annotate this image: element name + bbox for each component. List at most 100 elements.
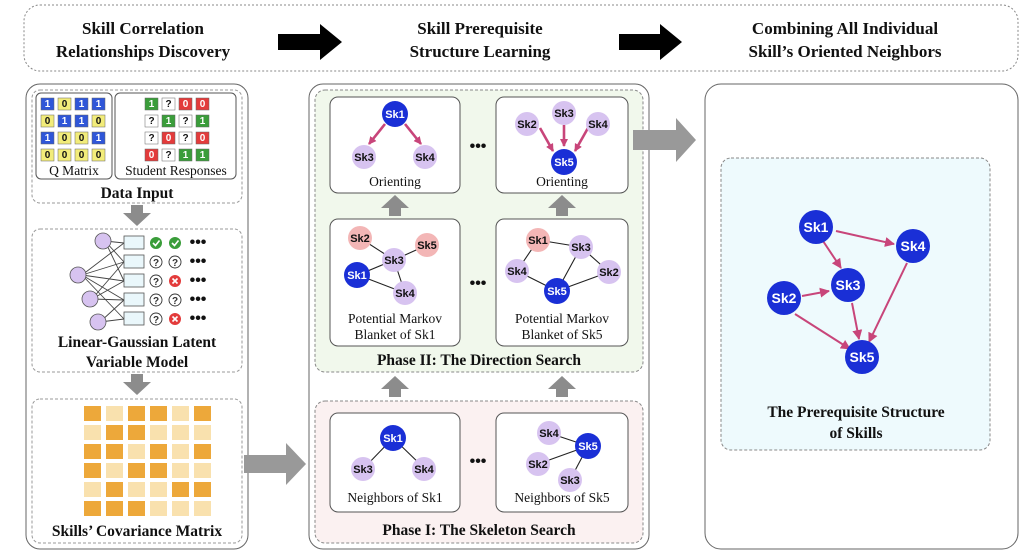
down-arrow-1 [123, 205, 151, 226]
q-matrix-cell-value: 1 [96, 133, 102, 144]
sk3-node-label: Sk3 [354, 152, 374, 164]
response-cell-value: 0 [183, 99, 189, 110]
ellipsis: ••• [190, 291, 207, 308]
up-arrow [548, 195, 576, 216]
question-icon [149, 255, 163, 269]
covariance-cell [150, 482, 167, 497]
response-cell-value: ? [148, 133, 154, 144]
sk5-node-label: Sk5 [554, 157, 574, 169]
prerequisite-structure-box [720, 157, 991, 451]
cross-mark [171, 315, 179, 323]
covariance-cell [128, 482, 145, 497]
response-cell-value: 0 [166, 133, 172, 144]
response-cell [144, 148, 159, 162]
covariance-cell [194, 444, 211, 459]
response-cell-value: ? [182, 133, 188, 144]
ellipsis: ••• [190, 310, 207, 327]
response-cell [195, 97, 210, 111]
header-step2-line1: Skill Prerequisite [417, 19, 543, 38]
sk2-node [515, 112, 539, 136]
q-matrix-cell [40, 148, 55, 162]
neighbors-sk1-box [329, 412, 461, 513]
header-arrow-2 [619, 24, 682, 60]
sk5-node-label: Sk5 [547, 286, 567, 298]
ellipsis: ••• [190, 234, 207, 251]
covariance-cell [128, 406, 145, 421]
edge-sk2-sk3 [801, 287, 830, 298]
q-matrix-cell [74, 97, 89, 111]
sk5-node [575, 433, 601, 459]
covariance-cell [194, 425, 211, 440]
q-matrix-cell [74, 148, 89, 162]
sk1-node-label: Sk1 [347, 270, 367, 282]
prerequisite-graph [794, 230, 908, 350]
edge-sk1-sk3 [822, 240, 842, 269]
blanket-sk5-label-line1: Potential Markov [515, 311, 609, 326]
covariance-cell [128, 444, 145, 459]
response-cell-value: 1 [200, 116, 206, 127]
sk4-node [586, 112, 610, 136]
covariance-cell [84, 482, 101, 497]
q-matrix-cell [40, 114, 55, 128]
sk4-node-label: Sk4 [539, 428, 559, 440]
neighbors-sk5-label: Neighbors of Sk5 [514, 490, 609, 505]
observed-box [123, 254, 145, 269]
sk4-node [537, 421, 561, 445]
phase2-label: Phase II: The Direction Search [377, 352, 581, 369]
covariance-cell [172, 482, 189, 497]
q-matrix-cell-value: 1 [79, 99, 85, 110]
header-frame [23, 4, 1019, 72]
sk2-node-label: Sk2 [517, 119, 537, 131]
covariance-cell [128, 501, 145, 516]
response-cell [161, 148, 176, 162]
data-input-label: Data Input [101, 185, 175, 202]
response-cell-value: 0 [149, 150, 155, 161]
q-matrix-cell-value: 0 [62, 99, 68, 110]
sk1-node-label: Sk1 [383, 433, 403, 445]
question-mark: ? [153, 296, 159, 307]
orienting-sk1-box [329, 96, 461, 194]
q-matrix-cell [91, 114, 106, 128]
covariance-cell [106, 482, 123, 497]
covariance-cell [106, 425, 123, 440]
q-matrix-cell-value: 1 [96, 99, 102, 110]
lgm-label-line1: Linear-Gaussian Latent [58, 334, 217, 351]
question-icon [149, 274, 163, 288]
latent-node [81, 290, 99, 308]
sk3-node [352, 145, 376, 169]
orienting-label: Orienting [369, 174, 421, 189]
covariance-cell [84, 444, 101, 459]
response-cell-value: 1 [166, 116, 172, 127]
q-matrix-cell [91, 131, 106, 145]
covariance-cell [172, 406, 189, 421]
edge-sk1-sk4 [835, 230, 895, 247]
responses-label: Student Responses [125, 163, 227, 178]
q-matrix-cell [57, 131, 72, 145]
covariance-cell [194, 501, 211, 516]
directed-edge [403, 123, 423, 145]
covariance-cell [84, 463, 101, 478]
q-matrix-cell-value: 0 [62, 133, 68, 144]
directed-edge [367, 123, 387, 145]
sk2-node [526, 452, 550, 476]
q-matrix-cell-value: 1 [62, 116, 68, 127]
sk2-node [348, 226, 372, 250]
latent-node [69, 266, 87, 284]
covariance-cell [106, 501, 123, 516]
latent-node [94, 232, 112, 250]
sk3-node-label: Sk3 [571, 242, 591, 254]
latent-variable-network: ? ? ? ? ? ? ••• ••• ••• ••• ••• [69, 232, 207, 331]
sk1-node [380, 425, 406, 451]
covariance-matrix-grid [84, 406, 211, 516]
response-cell-value: ? [148, 116, 154, 127]
q-matrix-cell-value: 0 [45, 150, 51, 161]
q-matrix-cell-value: 1 [45, 133, 51, 144]
sk1-node [344, 262, 370, 288]
data-input-section [31, 89, 243, 204]
sk4-node [896, 229, 930, 263]
header-step1-line2: Relationships Discovery [56, 42, 231, 61]
response-cell-value: 0 [200, 99, 206, 110]
directed-edge [538, 127, 555, 152]
sk4-node [412, 457, 436, 481]
sk5-node [551, 149, 577, 175]
